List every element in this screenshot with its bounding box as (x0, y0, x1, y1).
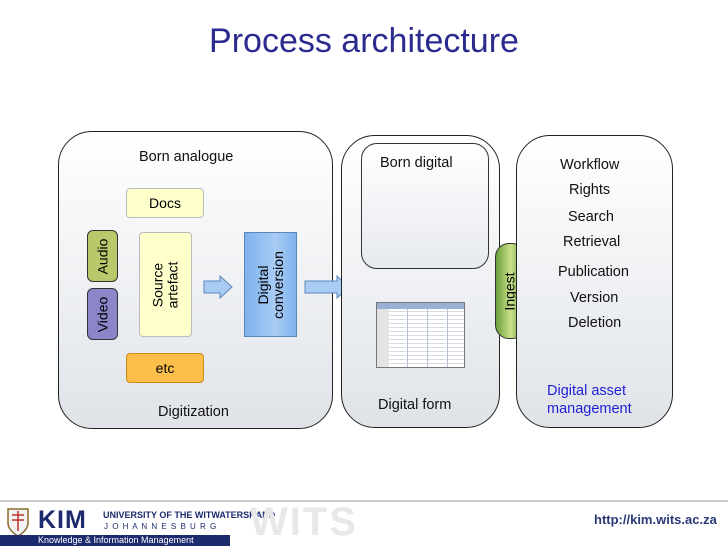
digital-form-label: Digital form (378, 397, 452, 413)
search-label: Search (568, 209, 614, 225)
digitization-label: Digitization (158, 404, 229, 420)
etc-box: etc (126, 353, 204, 383)
workflow-label: Workflow (560, 157, 620, 173)
digital-conversion-label: Digital conversion (254, 250, 286, 319)
wits-watermark: WITS (250, 500, 358, 544)
spreadsheet-thumbnail (376, 302, 465, 368)
university-name: UNIVERSITY OF THE WITWATERSRAND (103, 510, 276, 520)
version-label: Version (570, 290, 619, 306)
footer-tagline: Knowledge & Information Management (38, 535, 194, 545)
retrieval-label: Retrieval (563, 234, 621, 250)
video-label: Video (94, 296, 110, 332)
city-name: J O H A N N E S B U R G (104, 522, 218, 531)
audio-label: Audio (94, 238, 110, 274)
footer-tagline-bar (0, 535, 230, 546)
university-crest-icon (7, 508, 29, 537)
docs-box: Docs (126, 188, 204, 218)
born-analogue-label: Born analogue (139, 149, 234, 165)
source-artefact-box: Source artefact (139, 232, 192, 337)
docs-label: Docs (149, 195, 181, 211)
rights-label: Rights (569, 182, 611, 198)
born-digital-box (361, 143, 489, 269)
website-url[interactable]: http://kim.wits.ac.za (594, 512, 717, 527)
source-artefact-label: Source artefact (149, 261, 181, 308)
video-box: Video (87, 288, 118, 340)
etc-label: etc (155, 360, 175, 376)
digital-conversion-box: Digital conversion (244, 232, 297, 337)
footer-divider (0, 500, 728, 502)
asset-management-label: Digital asset management (547, 383, 632, 417)
publication-label: Publication (558, 264, 629, 280)
kim-logo-text: KIM (38, 506, 87, 534)
born-digital-label: Born digital (380, 155, 453, 171)
deletion-label: Deletion (568, 315, 622, 331)
arrow-right-icon (203, 275, 233, 299)
audio-box: Audio (87, 230, 118, 282)
slide-title: Process architecture (209, 22, 519, 60)
asset-management-panel (516, 135, 673, 428)
